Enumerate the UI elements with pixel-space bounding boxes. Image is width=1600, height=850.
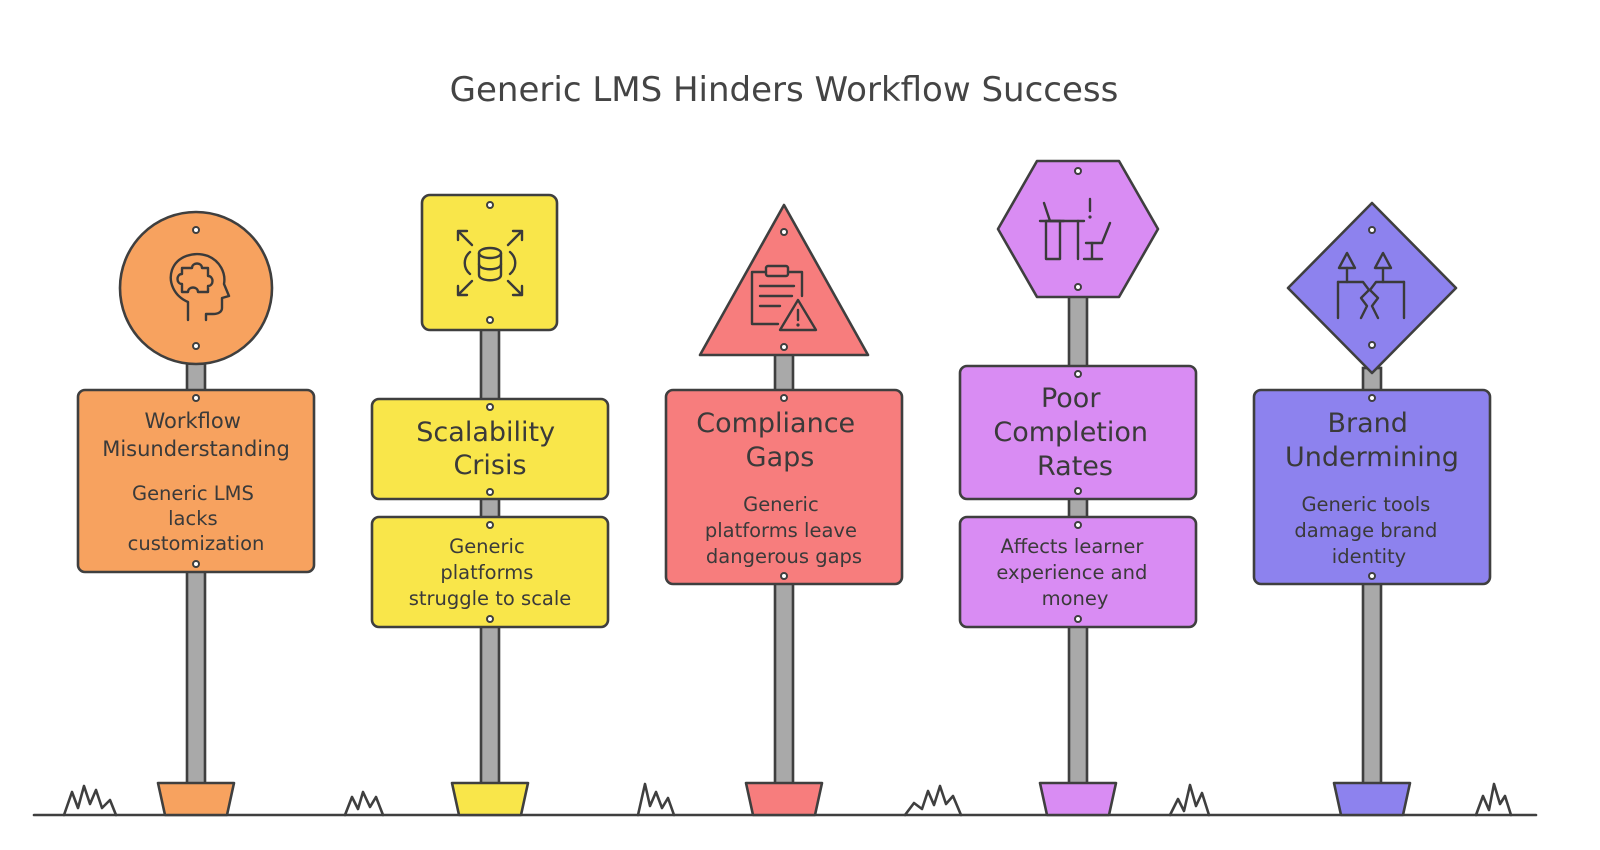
pole-base [1038, 781, 1118, 817]
sign-heading-line: Scalability [416, 417, 555, 448]
grass-tuft [62, 784, 118, 817]
sign-heading: Scalability Crisis [416, 417, 563, 481]
sign-heading-line: Completion [993, 417, 1148, 448]
empty-desk-icon [1038, 197, 1112, 261]
sign-description: Generic LMS lacks customization [128, 482, 265, 555]
label-board [664, 388, 904, 586]
pole-base [450, 781, 530, 817]
diagram-title: Generic LMS Hinders Workflow Success [450, 70, 1119, 110]
sign-heading-line: Poor [1041, 383, 1101, 414]
sign-description-line: dangerous gaps [706, 545, 862, 568]
sign-description-line: Generic LMS [132, 482, 254, 505]
sign-heading-line: Brand [1327, 408, 1407, 439]
description-board [370, 515, 610, 629]
description-board [958, 515, 1198, 629]
sign-heading-line: Undermining [1285, 442, 1459, 473]
sign-description-line: customization [128, 532, 265, 555]
sign-description-line: struggle to scale [409, 587, 572, 610]
sign-description: Generic platforms struggle to scale [409, 535, 572, 610]
sign-description-line: platforms [440, 561, 533, 584]
sign-heading: Workflow Misunderstanding [102, 409, 290, 461]
label-board [1252, 388, 1492, 586]
signpost-workflow-misunderstanding: Workflow Misunderstanding Generic LMS la… [76, 210, 316, 817]
sign-description: Generic tools damage brand identity [1294, 493, 1443, 568]
sign-description-line: Generic [743, 493, 819, 516]
sign-description-line: platforms leave [705, 519, 857, 542]
label-board [76, 388, 316, 574]
sign-description: Generic platforms leave dangerous gaps [705, 493, 863, 568]
sign-description-line: experience and [996, 561, 1147, 584]
pole-base [744, 781, 824, 817]
signpost-compliance-gaps: Compliance Gaps Generic platforms leave … [664, 203, 904, 817]
clipboard-warning-icon [750, 264, 818, 332]
signpost-scalability-crisis: Scalability Crisis Generic platforms str… [370, 193, 610, 817]
sign-description-line: Generic [449, 535, 525, 558]
sign-description-line: Affects learner [1000, 535, 1144, 558]
sign-description-line: Generic tools [1301, 493, 1430, 516]
grass-tuft [1168, 783, 1211, 817]
sign-description-line: identity [1332, 545, 1406, 568]
sign-description: Affects learner experience and money [996, 535, 1153, 610]
database-expand-icon [456, 229, 524, 297]
sign-description-line: money [1042, 587, 1109, 610]
sign-heading-line: Crisis [453, 450, 526, 481]
head-puzzle-icon [169, 252, 231, 322]
sign-description-line: lacks [168, 507, 218, 530]
triangle-sign [698, 203, 870, 357]
label-board [370, 397, 610, 501]
pole-base [1332, 781, 1412, 817]
sign-description-line: damage brand [1294, 519, 1437, 542]
grass-tuft [343, 790, 385, 817]
sign-heading-line: Gaps [746, 442, 815, 473]
sign-heading: Poor Completion Rates [993, 383, 1156, 482]
signpost-poor-completion-rates: Poor Completion Rates Affects learner ex… [958, 159, 1198, 817]
label-board [958, 364, 1198, 501]
sign-heading-line: Workflow [144, 409, 240, 433]
sign-heading: Brand Undermining [1285, 408, 1459, 473]
sign-heading-line: Misunderstanding [102, 437, 290, 461]
sign-heading-line: Rates [1037, 451, 1113, 482]
signpost-brand-undermining: Brand Undermining Generic tools damage b… [1252, 201, 1492, 817]
grass-tuft [1474, 782, 1513, 817]
broken-trees-icon [1336, 251, 1406, 320]
pole-base [156, 781, 236, 817]
grass-tuft [903, 784, 963, 817]
square-sign [420, 193, 559, 332]
grass-tuft [636, 782, 676, 817]
sign-heading-line: Compliance [696, 408, 855, 439]
sign-heading: Compliance Gaps [696, 408, 864, 473]
